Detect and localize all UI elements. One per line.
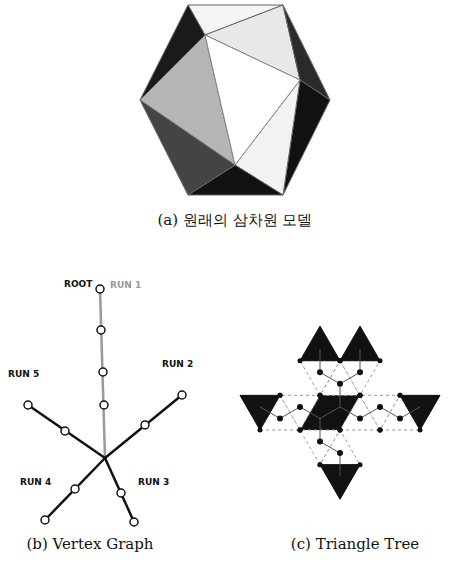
- figure-caption: (b) Vertex Graph: [26, 536, 153, 553]
- tree-link: [320, 407, 340, 419]
- icosahedron-model: [140, 5, 330, 195]
- vertex-dot: [298, 428, 303, 433]
- vertex-dot: [338, 428, 343, 433]
- vertex-dot: [378, 428, 383, 433]
- vertex-dot: [378, 358, 383, 363]
- figure-caption: (a) 원래의 삼차원 모델: [158, 212, 313, 229]
- vertex-dot: [398, 393, 403, 398]
- vertex-dot: [338, 358, 343, 363]
- run-label: RUN 5: [8, 370, 39, 380]
- tree-link: [340, 407, 360, 419]
- tree-link: [300, 407, 320, 419]
- root-label: ROOT: [64, 280, 92, 290]
- tree-node-dot: [397, 415, 403, 421]
- triangle-tree: [240, 326, 440, 499]
- tree-link: [320, 418, 321, 441]
- tree-link: [320, 372, 340, 384]
- vertex-dot: [318, 462, 323, 467]
- vertex-dot: [358, 393, 363, 398]
- lattice-triangle: [240, 395, 280, 430]
- run-label: RUN 1: [110, 281, 141, 291]
- vertex-dot: [298, 428, 303, 433]
- tree-node-dot: [317, 369, 323, 375]
- tree-node-dot: [277, 415, 283, 421]
- run-label: RUN 3: [138, 478, 169, 488]
- vertex-dot: [318, 393, 323, 398]
- vertex-dot: [378, 428, 383, 433]
- tree-node-dot: [357, 369, 363, 375]
- figure-caption: (c) Triangle Tree: [291, 536, 419, 553]
- tree-node-dot: [357, 415, 363, 421]
- tree-node-dot: [337, 450, 343, 456]
- vertex-dot: [338, 428, 343, 433]
- lattice-triangle: [400, 395, 440, 430]
- tree-node-dot: [317, 439, 323, 445]
- tree-link: [320, 442, 340, 454]
- tree-link: [400, 407, 420, 419]
- vertex-dot: [358, 393, 363, 398]
- vertex-dot: [398, 393, 403, 398]
- vertex-dot: [358, 462, 363, 467]
- tree-link: [380, 407, 400, 419]
- tree-link: [360, 407, 380, 419]
- vertex-dot: [338, 428, 343, 433]
- vertex-dot: [298, 358, 303, 363]
- vertex-dot: [318, 462, 323, 467]
- vertex-dot: [358, 393, 363, 398]
- tree-node-dot: [337, 381, 343, 387]
- vertex-dot: [338, 358, 343, 363]
- vertex-dot: [318, 393, 323, 398]
- run-label: RUN 4: [20, 478, 51, 488]
- tree-link: [260, 407, 280, 419]
- tree-node-dot: [297, 404, 303, 410]
- vertex-dot: [318, 393, 323, 398]
- tree-node-dot: [377, 404, 383, 410]
- vertex-dot: [258, 428, 263, 433]
- tree-link: [340, 372, 360, 384]
- tree-link: [320, 349, 321, 372]
- vertex-dot: [378, 428, 383, 433]
- vertex-dot: [278, 393, 283, 398]
- vertex-dot: [338, 358, 343, 363]
- vertex-dot: [278, 393, 283, 398]
- vertex-graph: [24, 285, 186, 526]
- vertex-dot: [298, 428, 303, 433]
- tree-link: [360, 349, 361, 372]
- vertex-dot: [358, 393, 363, 398]
- run-label: RUN 2: [162, 360, 193, 370]
- tree-link: [340, 453, 341, 476]
- tree-link: [340, 384, 341, 407]
- vertex-dot: [418, 428, 423, 433]
- tree-link: [280, 407, 300, 419]
